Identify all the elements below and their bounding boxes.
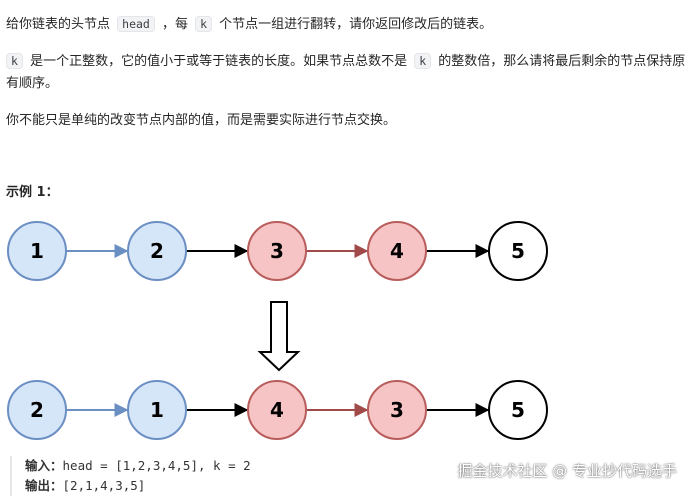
after-node-label-1: 2 xyxy=(30,398,44,422)
after-node-label-4: 3 xyxy=(390,398,404,422)
before-node-2 xyxy=(127,221,187,281)
after-node-label-5: 5 xyxy=(511,398,525,422)
before-node-label-1: 1 xyxy=(30,239,44,263)
example-input-line: 输入：head = [1,2,3,4,5], k = 2 xyxy=(25,456,405,476)
watermark: 掘金技术社区 @ 专业抄代码选手 xyxy=(457,462,677,480)
text-segment: 给你链表的头节点 xyxy=(6,17,115,32)
after-node-label-3: 4 xyxy=(270,398,284,422)
after-node-3 xyxy=(247,380,307,440)
output-label: 输出： xyxy=(25,478,63,493)
text-segment: 个节点一组进行翻转，请你返回修改后的链表。 xyxy=(215,17,493,32)
input-value: head = [1,2,3,4,5], k = 2 xyxy=(62,458,251,473)
after-node-2 xyxy=(127,380,187,440)
description-paragraph-3: 你不能只是单纯的改变节点内部的值，而是需要实际进行节点交换。 xyxy=(6,113,397,128)
after-node-label-2: 1 xyxy=(150,398,164,422)
transform-down-arrow-icon xyxy=(257,301,301,372)
before-node-5 xyxy=(488,221,548,281)
before-node-label-3: 3 xyxy=(270,239,284,263)
before-node-1 xyxy=(7,221,67,281)
text-segment: 是一个正整数，它的值小于或等于链表的长度。如果节点总数不是 xyxy=(25,54,412,69)
after-node-5 xyxy=(488,380,548,440)
linked-list-diagram: 1 2 3 4 5 2 1 4 3 5 xyxy=(7,221,548,440)
before-node-label-2: 2 xyxy=(150,239,164,263)
example-code-block: 输入：head = [1,2,3,4,5], k = 2 输出：[2,1,4,3… xyxy=(10,456,405,496)
description-paragraph-2: k 是一个正整数，它的值小于或等于链表的长度。如果节点总数不是 k 的整数倍，那… xyxy=(6,50,686,95)
description-paragraph-1: 给你链表的头节点 head ，每 k 个节点一组进行翻转，请你返回修改后的链表。 xyxy=(6,13,686,36)
text-segment: 的整数倍，那么请将最后剩余的节点保持原有顺序。 xyxy=(6,54,686,91)
before-node-label-5: 5 xyxy=(511,239,525,263)
example-output-line: 输出：[2,1,4,3,5] xyxy=(25,476,405,496)
after-node-4 xyxy=(367,380,427,440)
inline-code-k: k xyxy=(195,16,213,32)
inline-code-k: k xyxy=(6,53,23,69)
inline-code-head: head xyxy=(117,16,155,32)
output-value: [2,1,4,3,5] xyxy=(62,478,146,493)
before-node-3 xyxy=(247,221,307,281)
inline-code-k: k xyxy=(414,53,432,69)
text-segment: ，每 xyxy=(157,17,193,32)
before-node-4 xyxy=(367,221,427,281)
input-label: 输入： xyxy=(25,458,63,473)
after-node-1 xyxy=(7,380,67,440)
list-before: 1 2 3 4 5 xyxy=(7,221,548,281)
before-node-label-4: 4 xyxy=(390,239,404,263)
example-title: 示例 1： xyxy=(6,185,59,200)
list-after: 2 1 4 3 5 xyxy=(7,380,548,440)
